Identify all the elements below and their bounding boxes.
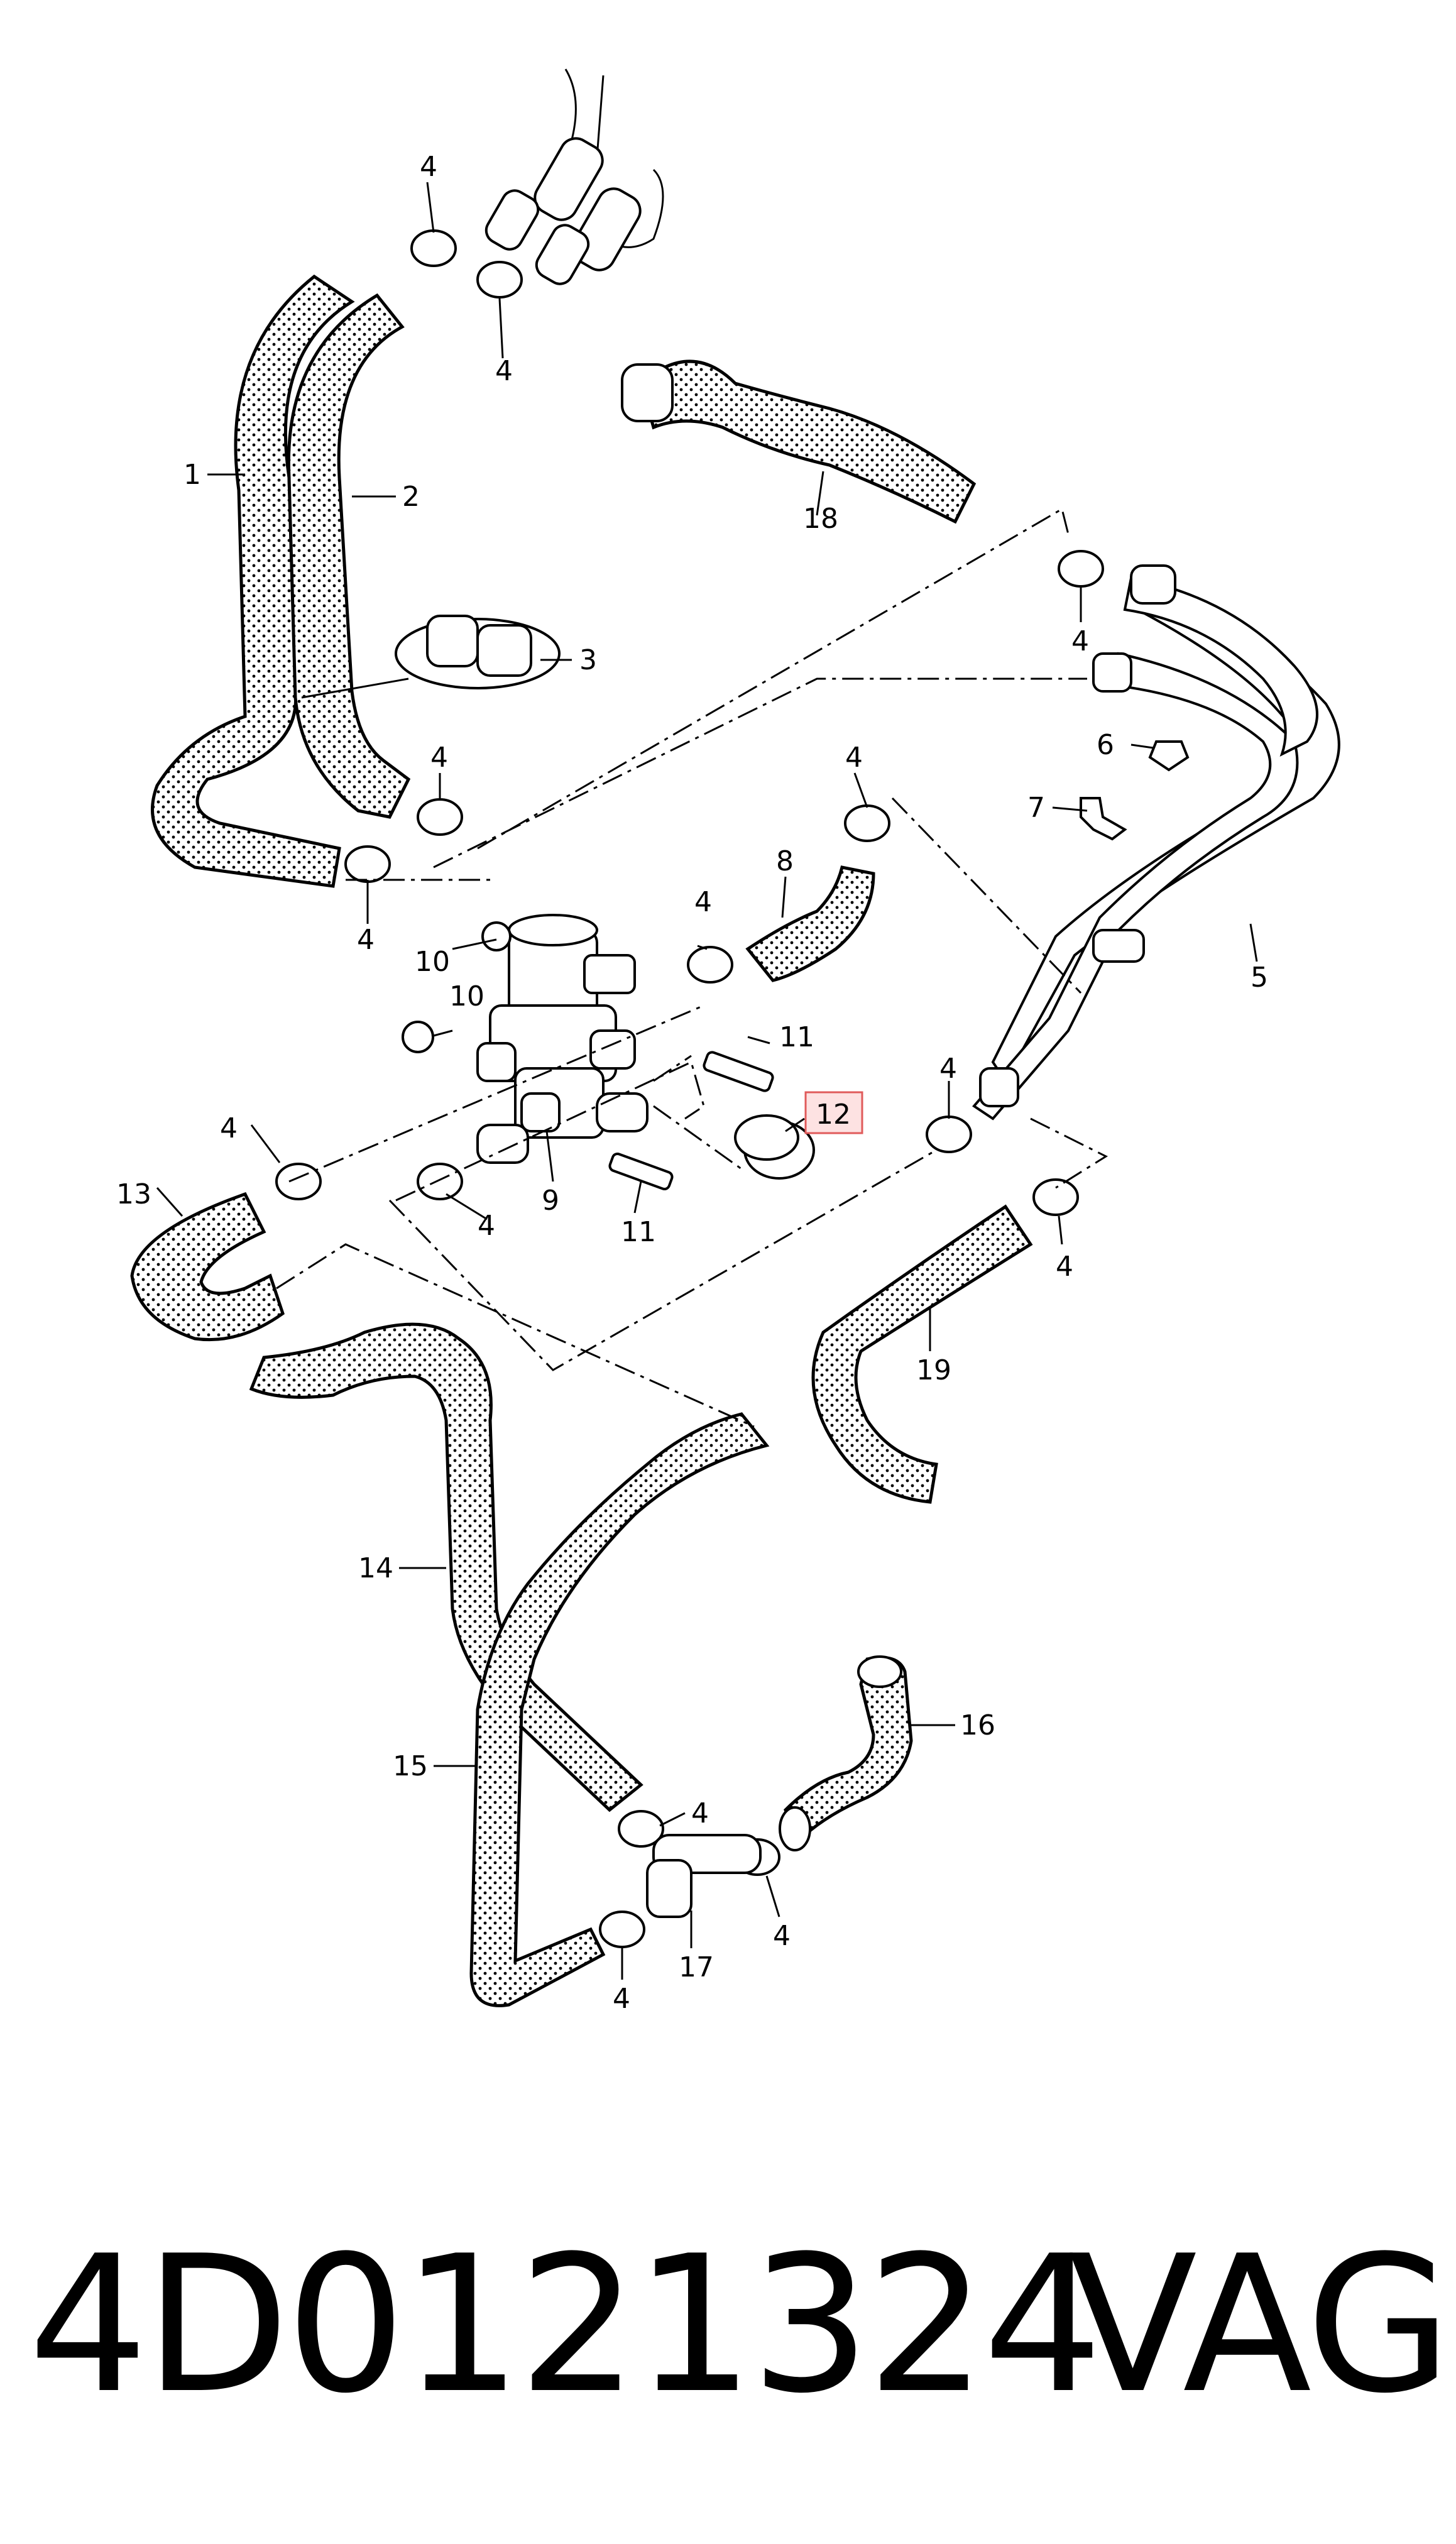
hose-18	[639, 359, 977, 524]
brand-label: VAG	[1068, 2215, 1452, 2435]
top-connectors	[484, 69, 664, 285]
callout-9: 9	[542, 1185, 559, 1217]
footer: 4D0121324 VAG	[0, 2212, 1456, 2438]
callout-11-b: 11	[621, 1216, 656, 1248]
callout-12: 12	[816, 1099, 851, 1131]
callout-4-h: 4	[939, 1053, 957, 1085]
callout-11-a: 11	[779, 1021, 814, 1053]
callout-14: 14	[358, 1552, 393, 1584]
callout-8: 8	[776, 845, 794, 877]
callout-3: 3	[579, 644, 597, 676]
callout-4-m: 4	[773, 1920, 791, 1952]
callout-5: 5	[1251, 962, 1268, 994]
callout-2: 2	[402, 481, 420, 513]
hose-13	[130, 1192, 285, 1342]
hose-15	[469, 1412, 770, 2007]
callout-4-g: 4	[694, 886, 712, 918]
callout-19: 19	[916, 1354, 951, 1386]
callout-7: 7	[1027, 792, 1045, 824]
parts-diagram: 4 4 1 2 3 4 4 18 4 6 7 5 4 8 4 10 10 11 …	[116, 69, 1340, 2015]
part-number: 4D0121324	[28, 2215, 1103, 2435]
hose-14	[249, 1322, 643, 1812]
callout-4-e: 4	[1071, 625, 1089, 657]
callout-10-b: 10	[449, 980, 484, 1012]
clamps-4	[275, 229, 1104, 1948]
t-piece-17	[646, 1834, 762, 1918]
callout-4-n: 4	[613, 1983, 630, 2015]
leader-lines	[156, 182, 1258, 1980]
assembly-lines	[276, 507, 1108, 1428]
grommet-3	[395, 615, 561, 689]
pipe-bundle-5	[972, 564, 1340, 1121]
callout-4-i: 4	[220, 1112, 238, 1144]
callout-6: 6	[1097, 729, 1114, 761]
hose-16	[784, 1656, 913, 1845]
callout-4-k: 4	[1056, 1251, 1073, 1283]
small-parts	[402, 740, 1190, 1191]
hose-1	[151, 274, 355, 888]
callout-10-a: 10	[415, 946, 450, 978]
hose-8	[745, 865, 875, 982]
callout-15: 15	[393, 1750, 428, 1782]
callout-16: 16	[960, 1709, 995, 1741]
callout-4-j: 4	[478, 1210, 495, 1242]
callout-4-a: 4	[420, 151, 437, 183]
callout-17: 17	[679, 1951, 714, 1983]
callout-1: 1	[183, 459, 201, 491]
callout-labels: 4 4 1 2 3 4 4 18 4 6 7 5 4 8 4 10 10 11 …	[116, 151, 1268, 2015]
hose-19	[811, 1204, 1033, 1504]
hose-2	[287, 293, 411, 819]
callout-18: 18	[803, 503, 838, 535]
callout-4-d: 4	[357, 924, 375, 956]
callout-4-b: 4	[495, 355, 513, 387]
callout-4-l: 4	[691, 1797, 709, 1829]
callout-13: 13	[116, 1178, 151, 1210]
callout-4-c: 4	[430, 742, 448, 774]
callout-4-f: 4	[845, 742, 863, 774]
highlight-box-12	[804, 1091, 863, 1134]
valve-assembly	[476, 914, 649, 1164]
